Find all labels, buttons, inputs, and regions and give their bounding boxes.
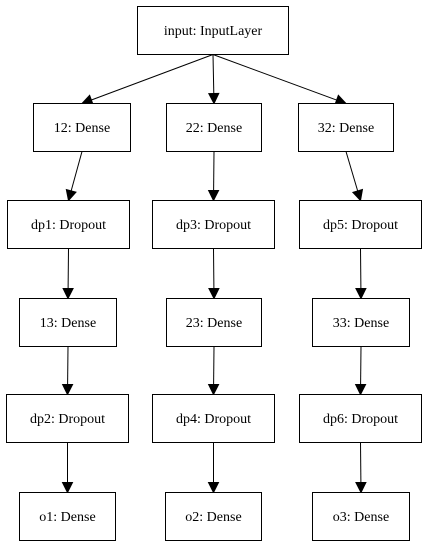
edge-dp3-l23: [208, 248, 220, 300]
nodes-layer: input: InputLayer 12: Dense 22: Dense 32: D…: [6, 6, 422, 541]
node-label: 33: Dense: [333, 316, 389, 331]
node-dp5: dp5: Dropout: [299, 200, 422, 249]
edge-l12-dp1: [65, 151, 83, 202]
node-box: [152, 394, 275, 443]
node-label: input: InputLayer: [164, 24, 263, 39]
node-box: [165, 492, 262, 541]
node-box: [7, 200, 130, 249]
node-label: 22: Dense: [186, 121, 242, 136]
node-box: [298, 103, 394, 152]
node-box: [312, 298, 410, 347]
node-dp2: dp2: Dropout: [6, 394, 129, 443]
node-dp4: dp4: Dropout: [152, 394, 275, 443]
edge-line: [70, 151, 83, 191]
arrow-head-icon: [354, 383, 367, 396]
arrow-head-icon: [207, 482, 220, 494]
node-l13: 13: Dense: [19, 298, 117, 347]
arrow-head-icon: [208, 287, 220, 300]
node-dp6: dp6: Dropout: [299, 394, 422, 443]
edge-input-l22: [207, 54, 220, 105]
edge-line: [91, 54, 214, 101]
edge-l32-dp5: [345, 151, 364, 202]
node-l23: 23: Dense: [166, 298, 262, 347]
node-label: 12: Dense: [54, 121, 110, 136]
node-l32: 32: Dense: [298, 103, 394, 152]
node-label: o3: Dense: [333, 510, 389, 525]
node-label: 32: Dense: [318, 121, 374, 136]
node-label: dp2: Dropout: [30, 412, 105, 427]
node-box: [166, 103, 262, 152]
node-l22: 22: Dense: [166, 103, 262, 152]
node-box: [312, 492, 410, 541]
node-l33: 33: Dense: [312, 298, 410, 347]
node-label: 23: Dense: [186, 316, 242, 331]
edge-line: [212, 54, 337, 101]
arrow-head-icon: [207, 189, 220, 202]
node-dp3: dp3: Dropout: [152, 200, 275, 249]
edge-l13-dp2: [61, 346, 74, 396]
node-label: dp3: Dropout: [176, 218, 251, 233]
node-label: dp1: Dropout: [31, 218, 106, 233]
arrow-head-icon: [65, 188, 77, 202]
node-box: [137, 6, 289, 55]
edge-dp6-o3: [355, 442, 367, 494]
node-label: dp5: Dropout: [323, 218, 398, 233]
arrow-head-icon: [207, 383, 220, 396]
node-box: [166, 298, 262, 347]
node-o1: o1: Dense: [19, 492, 116, 541]
arrow-head-icon: [355, 287, 367, 300]
node-box: [299, 200, 422, 249]
edge-dp2-o1: [61, 442, 74, 494]
node-box: [19, 492, 116, 541]
node-box: [299, 394, 422, 443]
arrow-head-icon: [61, 482, 74, 494]
node-box: [19, 298, 117, 347]
arrow-head-icon: [62, 287, 74, 300]
node-box: [6, 394, 129, 443]
edge-dp4-o2: [207, 442, 220, 494]
node-label: dp6: Dropout: [323, 412, 398, 427]
node-input: input: InputLayer: [137, 6, 289, 55]
edge-l33-dp6: [354, 346, 367, 396]
arrow-head-icon: [351, 188, 364, 202]
node-o2: o2: Dense: [165, 492, 262, 541]
arrow-head-icon: [355, 481, 367, 494]
arrow-head-icon: [61, 383, 74, 396]
arrow-head-icon: [207, 92, 220, 105]
node-dp1: dp1: Dropout: [7, 200, 130, 249]
node-box: [33, 103, 131, 152]
edge-l23-dp4: [207, 346, 220, 396]
node-label: 13: Dense: [40, 316, 96, 331]
node-label: o2: Dense: [185, 510, 241, 525]
edge-l22-dp3: [207, 151, 220, 202]
node-l12: 12: Dense: [33, 103, 131, 152]
node-label: dp4: Dropout: [176, 412, 251, 427]
edges-layer: [61, 54, 367, 494]
node-label: o1: Dense: [39, 510, 95, 525]
edge-line: [212, 54, 215, 94]
edge-input-l32: [212, 54, 348, 106]
edge-line: [345, 151, 359, 192]
edge-dp1-l13: [62, 248, 74, 300]
node-o3: o3: Dense: [312, 492, 410, 541]
node-box: [152, 200, 275, 249]
edge-dp5-l33: [355, 248, 367, 300]
edge-input-l12: [80, 54, 214, 106]
